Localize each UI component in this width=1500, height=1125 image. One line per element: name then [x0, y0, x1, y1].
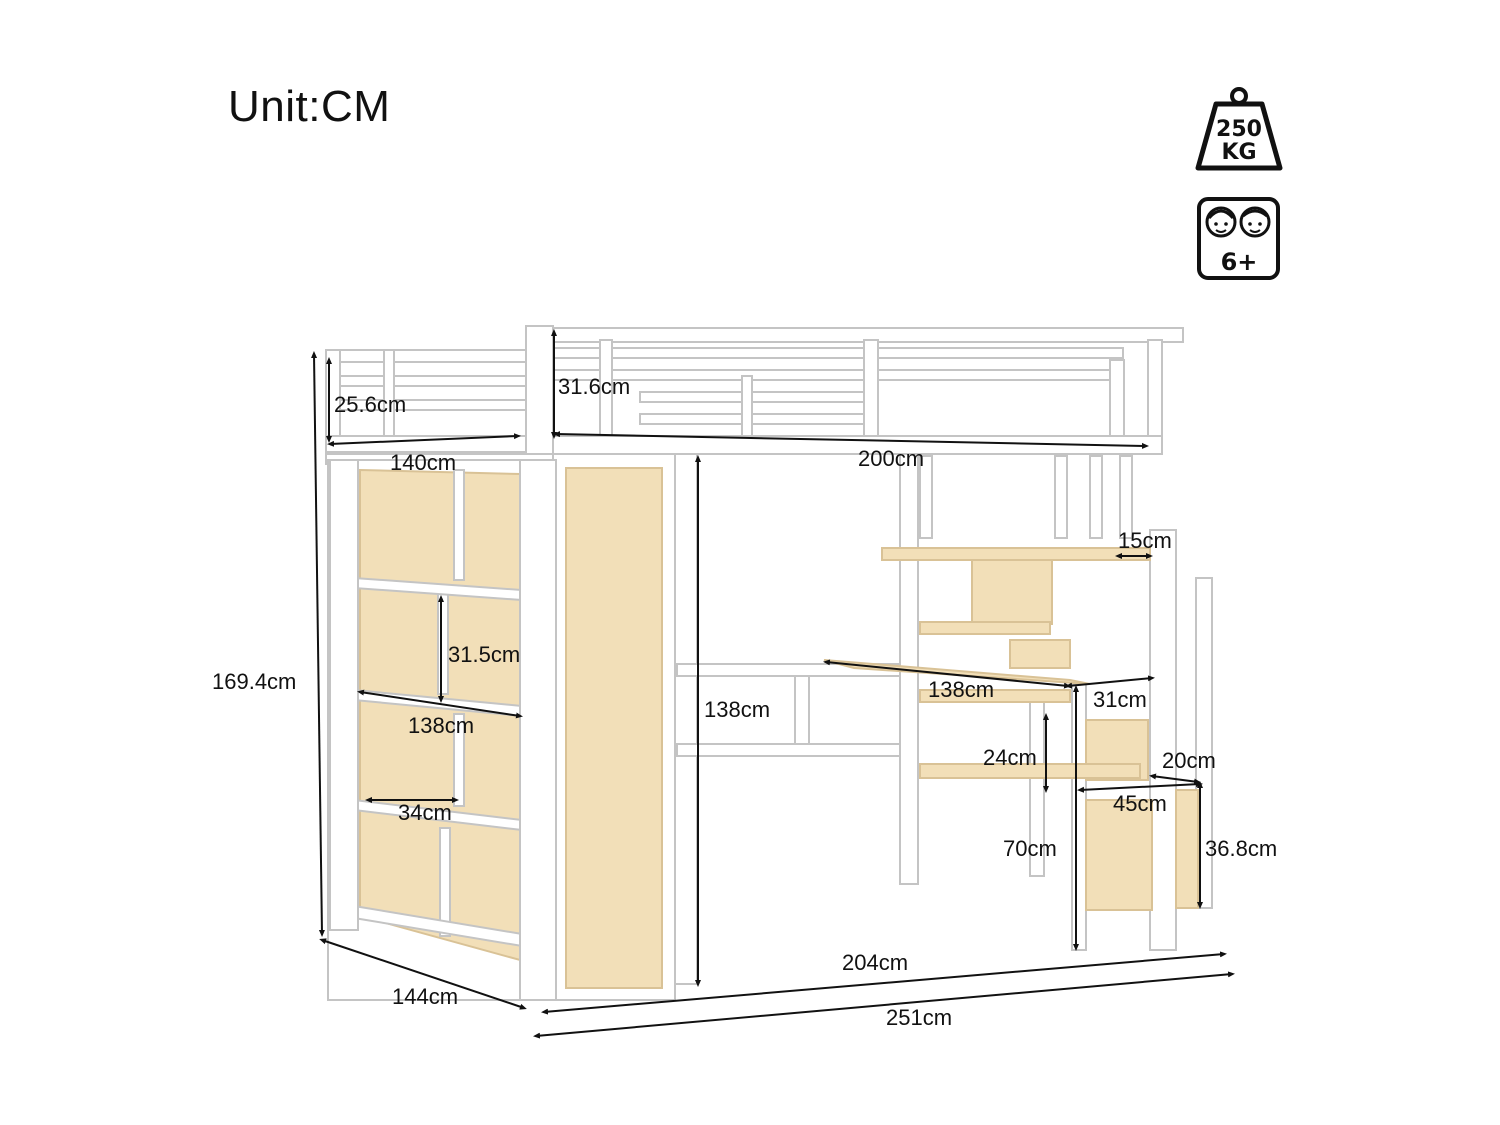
dim-compartment-width: 34cm [398, 800, 452, 825]
dim-bed-width: 140cm [390, 450, 456, 475]
dim-desk-gap: 24cm [983, 745, 1037, 770]
dim-desk-height: 70cm [1003, 836, 1057, 861]
dim-desk-depth: 31cm [1093, 687, 1147, 712]
unit-label: Unit:CM [228, 82, 391, 131]
dim-rail-height-left: 25.6cm [334, 392, 406, 417]
dim-step-height: 36.8cm [1205, 836, 1277, 861]
kids-age-icon: 6+ [1197, 197, 1280, 280]
wardrobe-door-panel [565, 467, 663, 989]
age-value: 6+ [1221, 248, 1258, 276]
dim-shelf-gap: 31.5cm [448, 642, 520, 667]
dim-inner-length: 204cm [842, 950, 908, 975]
wood-panels [565, 467, 1199, 989]
dimension-lines [311, 329, 1235, 1039]
dim-desk-length: 138cm [928, 677, 994, 702]
dim-total-height: 169.4cm [212, 669, 296, 694]
dim-rail-height-front: 31.6cm [558, 374, 630, 399]
weight-unit: KG [1221, 140, 1256, 165]
dim-step-width: 20cm [1162, 748, 1216, 773]
dim-stair-width: 45cm [1113, 791, 1167, 816]
dim-bed-length: 200cm [858, 446, 924, 471]
dim-stair-step-depth: 15cm [1118, 528, 1172, 553]
dimension-labels: 25.6cm 31.6cm 140cm 200cm 15cm 169.4cm 3… [212, 374, 1277, 1030]
dim-total-length: 251cm [886, 1005, 952, 1030]
weight-value: 250 [1216, 117, 1262, 142]
dim-total-depth: 144cm [392, 984, 458, 1009]
weight-icon: 250 KG [1195, 87, 1283, 171]
dim-under-bed-height: 138cm [704, 697, 770, 722]
dim-shelf-width: 138cm [408, 713, 474, 738]
